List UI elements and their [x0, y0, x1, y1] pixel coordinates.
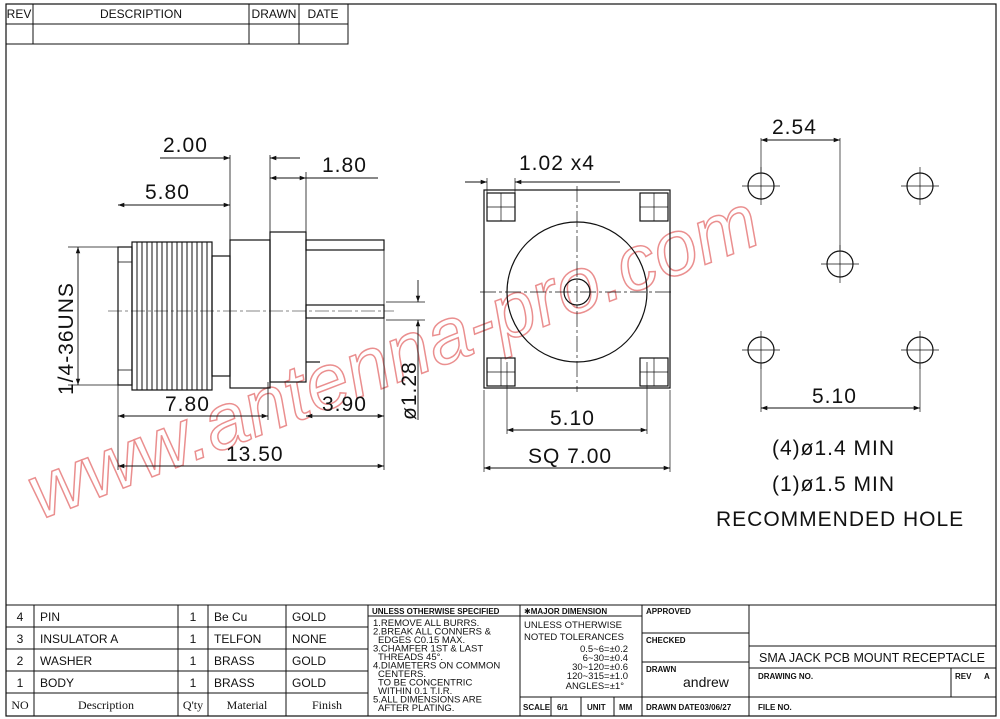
- notes-list: 1.REMOVE ALL BURRS. 2.BREAK ALL CONNERS …: [373, 618, 500, 714]
- dim-dia-1-28: ø1.28: [398, 361, 421, 420]
- note-line: 4.DIAMETERS ON COMMON: [373, 661, 500, 672]
- bom-no: 2: [17, 654, 24, 668]
- note-line: THREADS 45°.: [378, 652, 443, 663]
- revision-block: [5, 3, 349, 45]
- file-no-label: FILE NO.: [758, 703, 792, 712]
- tolerance-title: ✱MAJOR DIMENSION: [524, 607, 607, 616]
- bom-description: INSULATOR A: [40, 632, 118, 646]
- checked-label: CHECKED: [646, 636, 686, 645]
- tolerance-row: 6~30=±0.4: [583, 653, 628, 664]
- description-header: DESCRIPTION: [100, 7, 182, 21]
- bom-description: WASHER: [40, 654, 93, 668]
- bom-header-material: Material: [227, 698, 268, 712]
- drawn-header: DRAWN: [252, 7, 297, 21]
- tolerance-table: 0.5~6=±0.2 6~30=±0.4 30~120=±0.6 120~315…: [566, 644, 628, 692]
- bom-no: 1: [17, 676, 24, 690]
- notes-title: UNLESS OTHERWISE SPECIFIED: [372, 607, 500, 616]
- approved-label: APPROVED: [646, 607, 691, 616]
- date-header: DATE: [307, 7, 338, 21]
- note-line: AFTER PLATING.: [378, 703, 454, 714]
- rev-value: A: [984, 672, 990, 681]
- scale-value: 6/1: [557, 703, 569, 712]
- bom-row: 1 BODY 1 BRASS GOLD: [17, 676, 327, 690]
- bom-qty: 1: [190, 610, 197, 624]
- tolerance-row: 0.5~6=±0.2: [580, 644, 628, 655]
- unit-value: MM: [619, 703, 633, 712]
- bom-finish: NONE: [292, 632, 327, 646]
- rev-label: REV: [955, 672, 972, 681]
- bom-row: 4 PIN 1 Be Cu GOLD: [17, 610, 327, 624]
- bom-grid: [5, 604, 369, 717]
- dim-1-02x4: 1.02 x4: [519, 152, 595, 175]
- bom-material: BRASS: [214, 676, 255, 690]
- hole-pattern: [742, 137, 939, 412]
- drawn-date: 03/06/27: [700, 703, 732, 712]
- note-line: 5.ALL DIMENSIONS ARE: [373, 695, 482, 706]
- dim-hole-5-10: 5.10: [812, 385, 857, 408]
- bom-qty: 1: [190, 632, 197, 646]
- bom-header-finish: Finish: [312, 698, 342, 712]
- scale-label: SCALE: [523, 703, 551, 712]
- bom-header-qty: Q'ty: [183, 698, 203, 712]
- dim-5-80: 5.80: [145, 181, 190, 204]
- hole-note-line1: (4)ø1.4 MIN: [772, 437, 895, 460]
- hole-note-line2: (1)ø1.5 MIN: [772, 473, 895, 496]
- dim-1-80: 1.80: [322, 154, 367, 177]
- dim-front-5-10: 5.10: [550, 407, 595, 430]
- bom-header-description: Description: [78, 698, 134, 712]
- bom-header-no: NO: [11, 698, 29, 712]
- bom-qty: 1: [190, 676, 197, 690]
- drawn-label: DRAWN: [646, 665, 676, 674]
- note-line: 1.REMOVE ALL BURRS.: [373, 618, 479, 629]
- bom-header-row: NO Description Q'ty Material Finish: [11, 698, 342, 712]
- front-view: [465, 178, 674, 472]
- drawn-by: andrew: [683, 674, 730, 690]
- bom-finish: GOLD: [292, 654, 326, 668]
- dim-7-80: 7.80: [165, 393, 210, 416]
- bom-no: 4: [17, 610, 24, 624]
- bom-material: TELFON: [214, 632, 261, 646]
- bom-row: 2 WASHER 1 BRASS GOLD: [17, 654, 327, 668]
- rev-header: REV: [7, 7, 32, 21]
- bom-description: BODY: [40, 676, 74, 690]
- drawn-date-label: DRAWN DATE: [646, 703, 700, 712]
- tolerance-row: ANGLES=±1°: [566, 681, 625, 692]
- drawing-title: SMA JACK PCB MOUNT RECEPTACLE: [759, 651, 985, 665]
- tolerance-line2: NOTED TOLERANCES: [524, 632, 624, 643]
- note-line: WITHIN 0.1 T.I.R.: [378, 686, 452, 697]
- tolerance-line1: UNLESS OTHERWISE: [524, 620, 622, 631]
- hole-note-line3: RECOMMENDED HOLE: [716, 508, 964, 531]
- dim-2-54: 2.54: [772, 116, 817, 139]
- note-line: TO BE CONCENTRIC: [378, 678, 472, 689]
- bom-finish: GOLD: [292, 610, 326, 624]
- dim-3-90: 3.90: [322, 393, 367, 416]
- bom-finish: GOLD: [292, 676, 326, 690]
- bom-material: BRASS: [214, 654, 255, 668]
- note-line: EDGES C0.15 MAX.: [378, 635, 465, 646]
- dim-2-00: 2.00: [163, 134, 208, 157]
- note-line: 3.CHAMFER 1ST & LAST: [373, 644, 483, 655]
- tolerance-row: 30~120=±0.6: [572, 662, 628, 673]
- title-block-grid: [641, 604, 997, 717]
- side-view: [68, 155, 425, 470]
- tolerance-row: 120~315=±1.0: [567, 671, 628, 682]
- watermark: www.antenna-pro.com: [15, 176, 771, 536]
- bom-row: 3 INSULATOR A 1 TELFON NONE: [17, 632, 327, 646]
- bom-qty: 1: [190, 654, 197, 668]
- note-line: CENTERS.: [378, 669, 426, 680]
- bom-description: PIN: [40, 610, 60, 624]
- note-line: 2.BREAK ALL CONNERS &: [373, 627, 492, 638]
- bom-no: 3: [17, 632, 24, 646]
- unit-label: UNIT: [587, 703, 606, 712]
- dim-sq-7-00: SQ 7.00: [528, 445, 612, 468]
- dim-13-50: 13.50: [226, 443, 284, 466]
- dim-thread: 1/4-36UNS: [55, 282, 78, 395]
- bom-material: Be Cu: [214, 610, 247, 624]
- drawing-no-label: DRAWING NO.: [758, 672, 813, 681]
